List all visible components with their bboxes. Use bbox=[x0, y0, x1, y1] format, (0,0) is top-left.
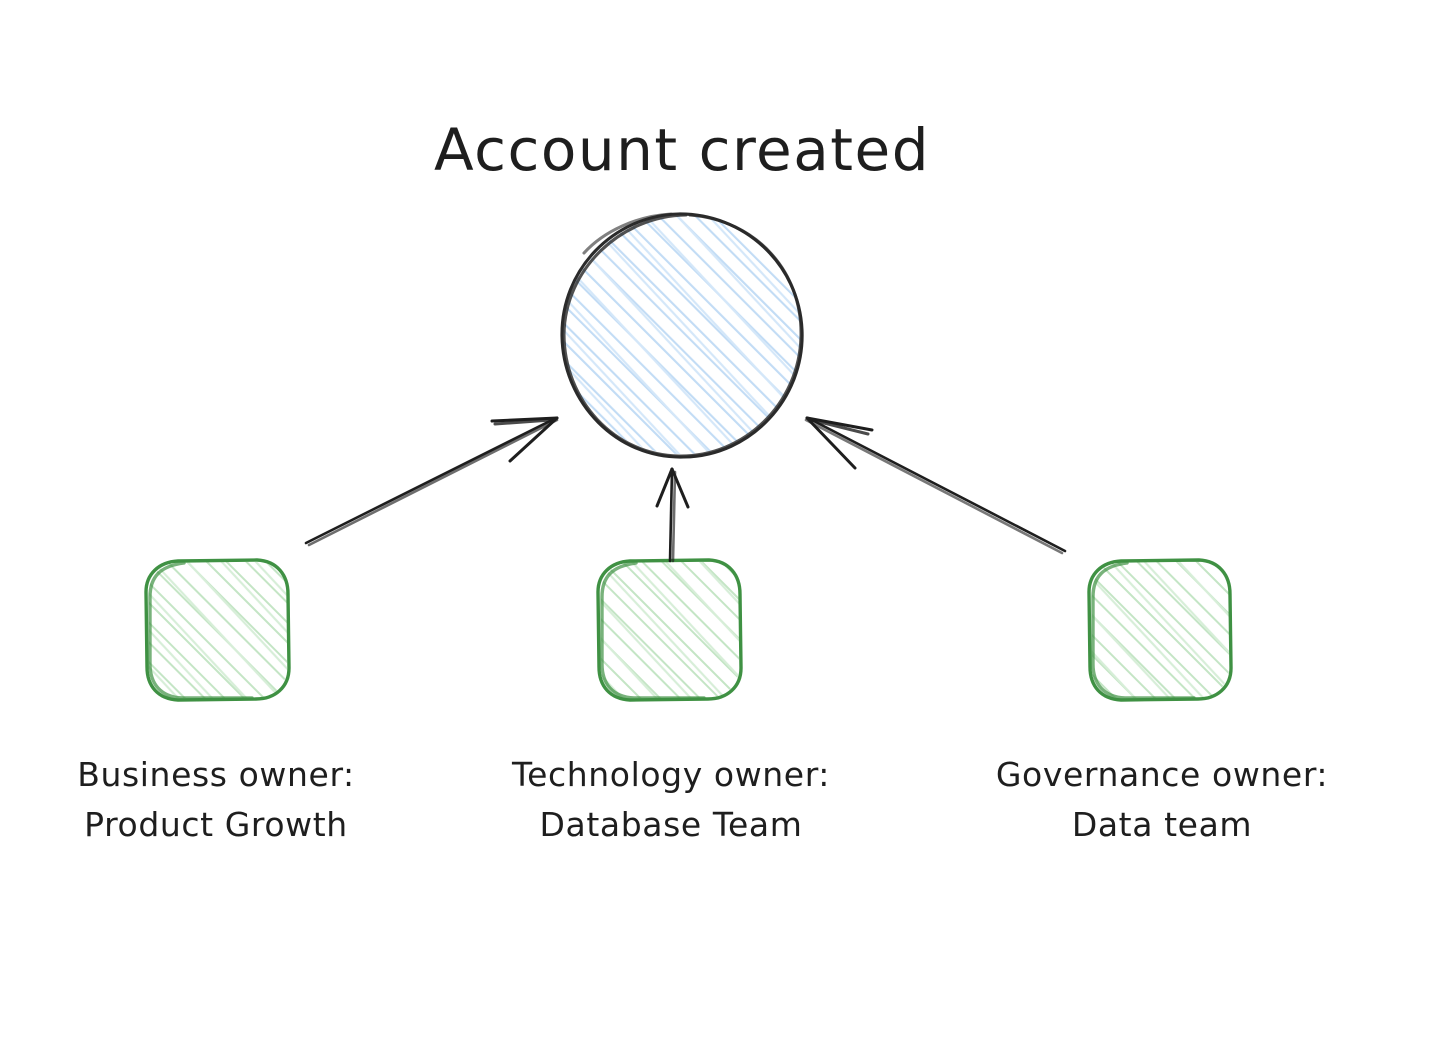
circle-outline-sketch-tail bbox=[582, 212, 673, 255]
square-outline-overstroke-3 bbox=[1091, 561, 1196, 700]
square-hatch-fill-1 bbox=[149, 562, 287, 698]
circle-hatch-fill bbox=[563, 216, 801, 454]
arrow-head-right-barb1b bbox=[810, 418, 870, 436]
arrow-head-middle-barb1 bbox=[655, 467, 674, 508]
arrow-head-left bbox=[490, 416, 559, 423]
arrow-shaft-left-overstroke bbox=[307, 418, 559, 547]
account-created-node[interactable] bbox=[555, 208, 811, 464]
square-outline-overstroke-1 bbox=[148, 561, 254, 700]
arrow-shaft-right bbox=[806, 416, 1067, 553]
business-owner-label: Business owner: Product Growth bbox=[77, 755, 355, 844]
square-hatch-fill-3 bbox=[1092, 562, 1229, 698]
arrow-shaft-middle bbox=[668, 468, 674, 563]
business-owner-node[interactable] bbox=[142, 555, 298, 707]
square-outline-3 bbox=[1087, 558, 1233, 702]
arrow-head-middle-barb2 bbox=[670, 467, 690, 509]
technology-owner-node[interactable] bbox=[594, 555, 750, 707]
business-owner-label-line1: Business owner: bbox=[77, 755, 355, 794]
technology-owner-label: Technology owner: Database Team bbox=[511, 755, 830, 844]
governance-owner-label-line1: Governance owner: bbox=[996, 755, 1328, 794]
business-owner-to-account-arrow bbox=[304, 416, 559, 547]
circle-outline-overstroke bbox=[562, 213, 803, 458]
governance-owner-label-line2: Data team bbox=[1072, 805, 1252, 844]
governance-owner-label: Governance owner: Data team bbox=[996, 755, 1328, 844]
arrow-shaft-left bbox=[304, 416, 558, 545]
technology-owner-label-line1: Technology owner: bbox=[511, 755, 830, 794]
arrow-head-right-barb2 bbox=[805, 416, 857, 470]
arrow-head-left-barb1b bbox=[493, 418, 553, 426]
technology-owner-label-line2: Database Team bbox=[540, 805, 803, 844]
business-owner-label-line2: Product Growth bbox=[84, 805, 348, 844]
square-hatch-fill-2 bbox=[601, 562, 739, 698]
diagram-title: Account created bbox=[434, 116, 930, 184]
square-outline-2 bbox=[596, 558, 743, 702]
arrow-shaft-right-overstroke bbox=[804, 418, 1064, 555]
governance-owner-node[interactable] bbox=[1085, 555, 1240, 707]
technology-owner-to-account-arrow bbox=[655, 467, 690, 563]
arrow-head-left-barb2 bbox=[508, 416, 559, 463]
governance-owner-to-account-arrow bbox=[804, 416, 1067, 555]
arrow-shaft-middle-overstroke bbox=[671, 470, 677, 563]
square-outline-overstroke-2 bbox=[600, 561, 706, 700]
square-outline-1 bbox=[144, 558, 291, 702]
